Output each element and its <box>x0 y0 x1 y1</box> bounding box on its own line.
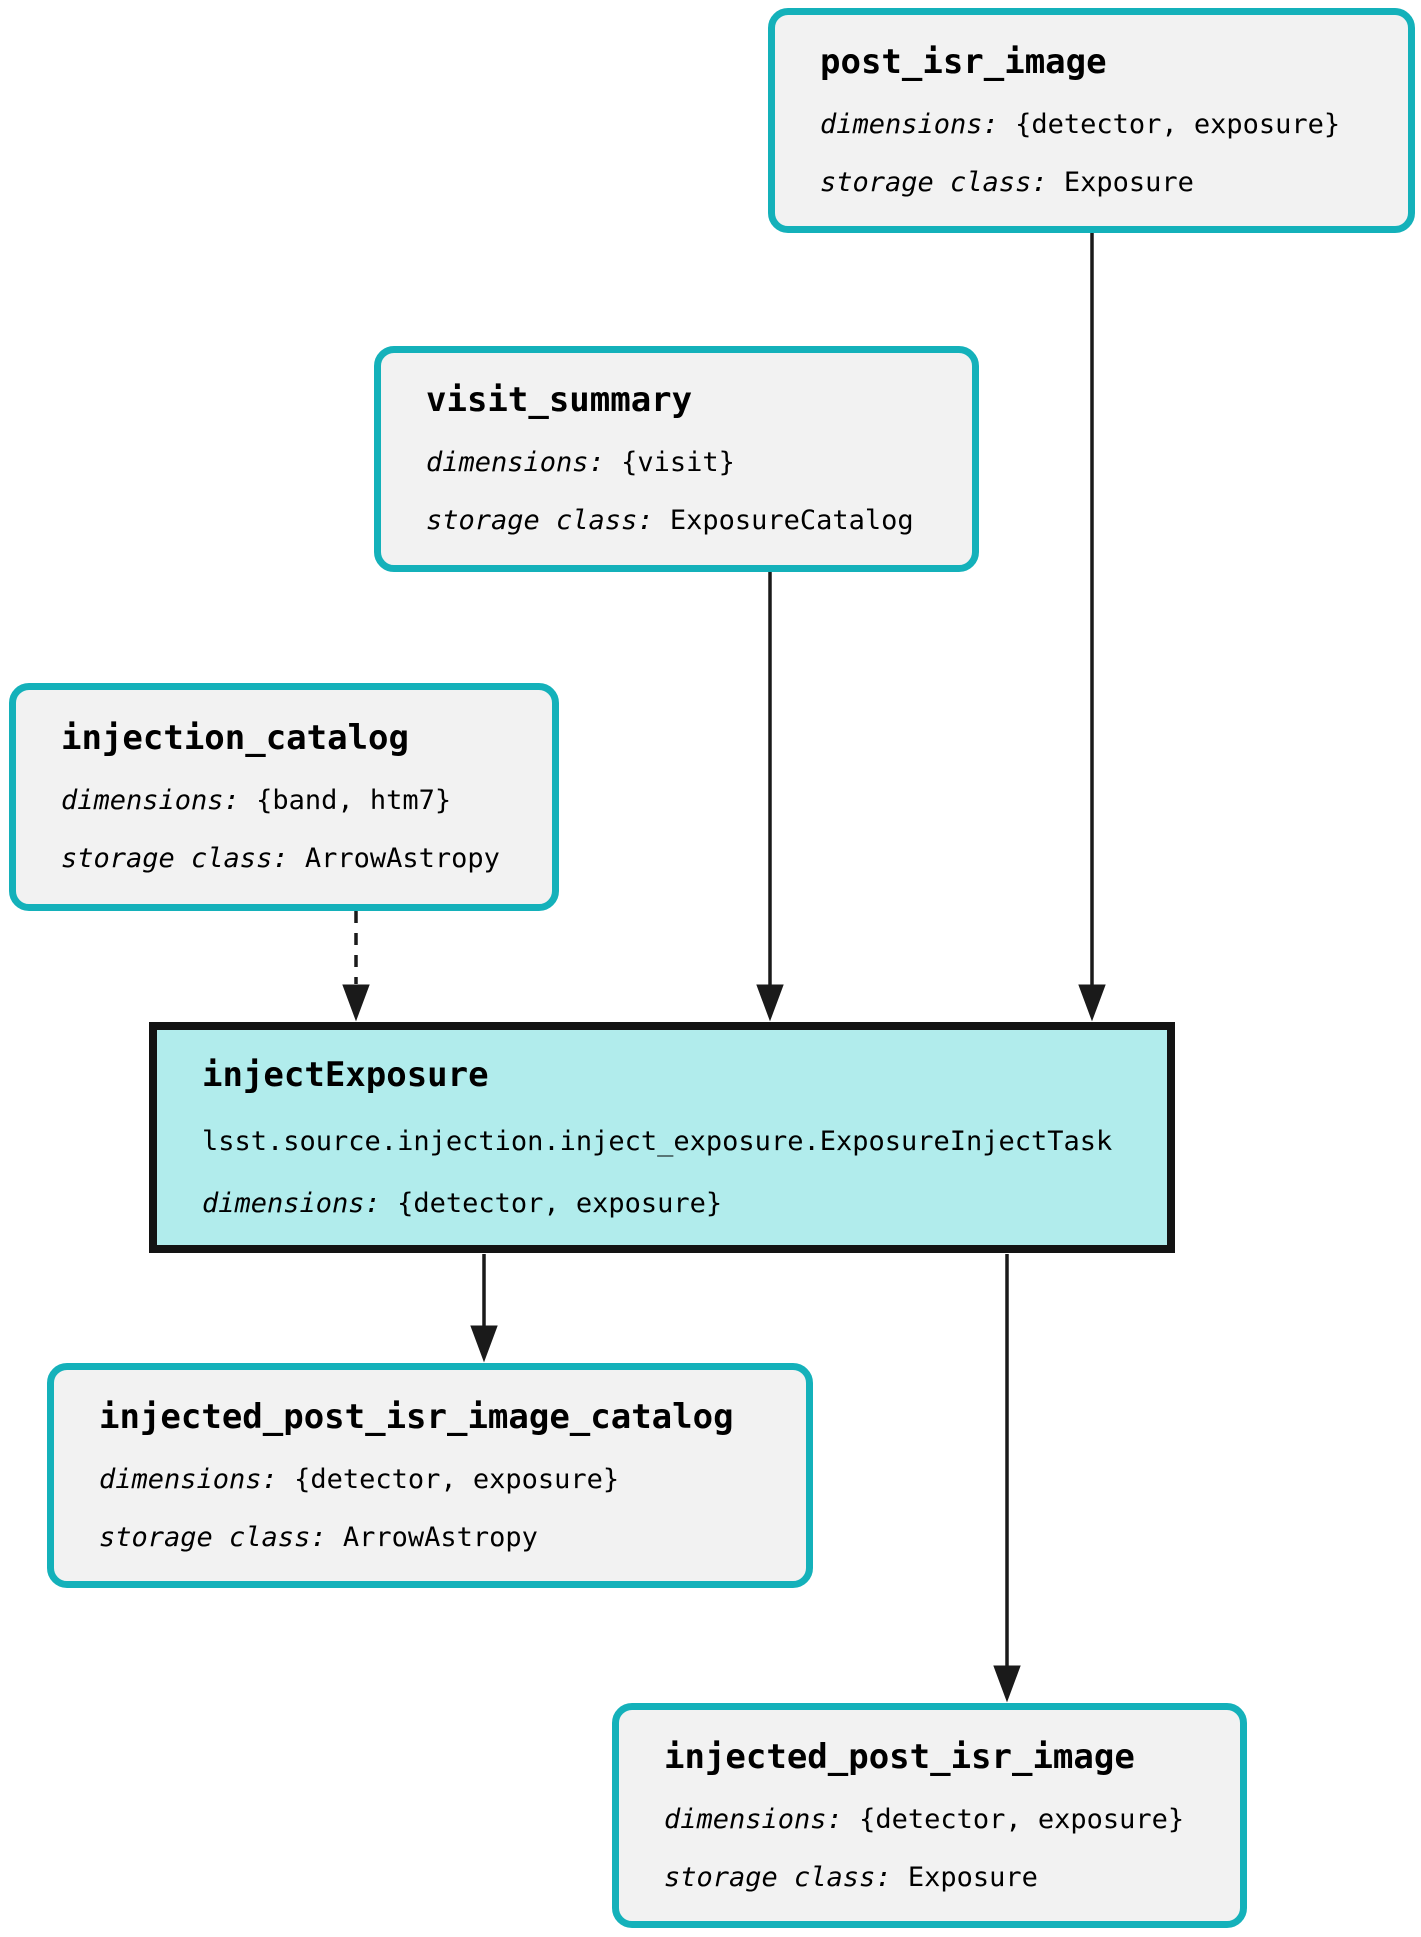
storage-class-label: storage class: <box>99 1521 327 1553</box>
node-storage-class: storage class: ArrowAstropy <box>61 843 542 875</box>
storage-class-value: Exposure <box>1063 166 1194 198</box>
node-title: post_isr_image <box>820 41 1107 82</box>
storage-class-value: ArrowAstropy <box>304 843 500 875</box>
node-storage-class: storage class: Exposure <box>820 167 1398 199</box>
dimensions-value: {visit} <box>621 447 735 478</box>
dimensions-value: {detector, exposure} <box>397 1187 723 1219</box>
dimensions-label: dimensions: <box>426 447 605 478</box>
node-injected-post-isr-image: injected_post_isr_image dimensions: {dete… <box>612 1703 1247 1928</box>
node-dimensions: dimensions: {detector, exposure} <box>99 1464 796 1496</box>
node-dimensions: dimensions: {detector, exposure} <box>820 109 1398 141</box>
node-dimensions: dimensions: {visit} <box>426 447 962 479</box>
storage-class-label: storage class: <box>664 1861 892 1893</box>
edge-injection-catalog-to-injectexposure <box>342 911 370 1022</box>
storage-class-value: ArrowAstropy <box>342 1521 538 1553</box>
edge-injectexposure-to-injected-post-isr-image-catalog <box>470 1254 498 1363</box>
node-post-isr-image: post_isr_image dimensions: {detector, exp… <box>768 8 1415 233</box>
dimensions-value: {detector, exposure} <box>294 1463 620 1495</box>
arrowhead-icon <box>1078 984 1106 1022</box>
node-dimensions: dimensions: {detector, exposure} <box>664 1804 1230 1836</box>
dimensions-value: {detector, exposure} <box>1015 108 1341 140</box>
arrowhead-icon <box>756 984 784 1022</box>
node-storage-class: storage class: ExposureCatalog <box>426 505 962 537</box>
task-class-path: lsst.source.injection.inject_exposure.Ex… <box>202 1125 1113 1157</box>
dimensions-label: dimensions: <box>61 785 240 816</box>
storage-class-label: storage class: <box>820 166 1048 198</box>
node-dimensions: dimensions: {detector, exposure} <box>202 1188 1157 1220</box>
storage-class-label: storage class: <box>426 505 654 537</box>
storage-class-label: storage class: <box>61 843 289 875</box>
edge-injectexposure-to-injected-post-isr-image <box>993 1254 1021 1703</box>
node-title: visit_summary <box>426 380 693 421</box>
dimensions-label: dimensions: <box>202 1187 381 1219</box>
node-title: injectExposure <box>202 1054 489 1095</box>
node-storage-class: storage class: Exposure <box>664 1862 1230 1894</box>
arrowhead-icon <box>993 1665 1021 1703</box>
node-title: injection_catalog <box>61 718 409 759</box>
dimensions-value: {detector, exposure} <box>859 1803 1185 1835</box>
node-injectexposure-task: injectExposure lsst.source.injection.inj… <box>149 1022 1175 1253</box>
arrowhead-icon <box>342 984 370 1022</box>
dimensions-label: dimensions: <box>99 1463 278 1495</box>
dimensions-value: {band, htm7} <box>256 785 452 816</box>
edge-visit-summary-to-injectexposure <box>756 572 784 1022</box>
node-storage-class: storage class: ArrowAstropy <box>99 1522 796 1554</box>
node-injected-post-isr-image-catalog: injected_post_isr_image_catalog dimensio… <box>47 1363 813 1588</box>
dimensions-label: dimensions: <box>820 108 999 140</box>
node-injection-catalog: injection_catalog dimensions: {band, htm7… <box>9 683 559 911</box>
dimensions-label: dimensions: <box>664 1803 843 1835</box>
storage-class-value: Exposure <box>907 1861 1038 1893</box>
storage-class-value: ExposureCatalog <box>669 505 914 537</box>
node-visit-summary: visit_summary dimensions: {visit} storage… <box>374 346 979 572</box>
edge-post-isr-image-to-injectexposure <box>1078 233 1106 1022</box>
arrowhead-icon <box>470 1325 498 1363</box>
node-title: injected_post_isr_image_catalog <box>99 1396 734 1437</box>
node-dimensions: dimensions: {band, htm7} <box>61 785 542 817</box>
node-title: injected_post_isr_image <box>664 1736 1135 1777</box>
